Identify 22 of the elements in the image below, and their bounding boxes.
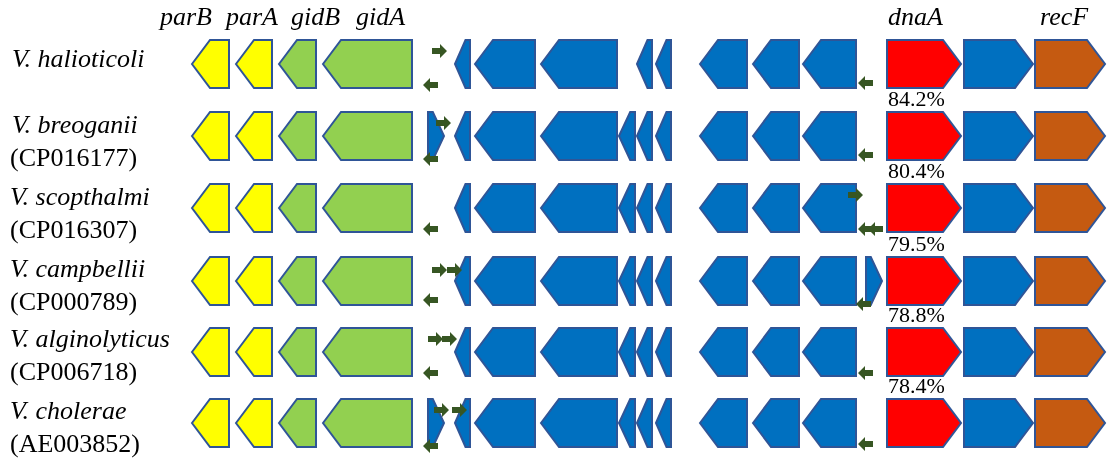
gene-name: dnaA xyxy=(888,4,943,30)
accession-number: (CP016177) xyxy=(10,145,138,171)
gene-name: gidA xyxy=(356,4,406,30)
gene-name: parB xyxy=(160,4,212,30)
identity-percentage: 79.5% xyxy=(888,233,945,255)
species-name: V. cholerae xyxy=(10,398,127,424)
species-name: V. breoganii xyxy=(12,112,138,138)
gene-name: parA xyxy=(226,4,278,30)
gene-name: gidB xyxy=(291,4,341,30)
species-name: V. scopthalmi xyxy=(10,184,150,210)
accession-number: (CP000789) xyxy=(10,289,138,315)
accession-number: (AE003852) xyxy=(10,431,140,457)
accession-number: (CP016307) xyxy=(10,217,138,243)
species-name: V. campbellii xyxy=(10,256,146,282)
identity-percentage: 78.8% xyxy=(888,304,945,326)
species-name: V. halioticoli xyxy=(12,46,145,72)
identity-percentage: 84.2% xyxy=(888,88,945,110)
gene-name: recF xyxy=(1040,4,1089,30)
species-name: V. alginolyticus xyxy=(10,326,170,352)
identity-percentage: 80.4% xyxy=(888,160,945,182)
identity-percentage: 78.4% xyxy=(888,375,945,397)
accession-number: (CP006718) xyxy=(10,359,138,385)
